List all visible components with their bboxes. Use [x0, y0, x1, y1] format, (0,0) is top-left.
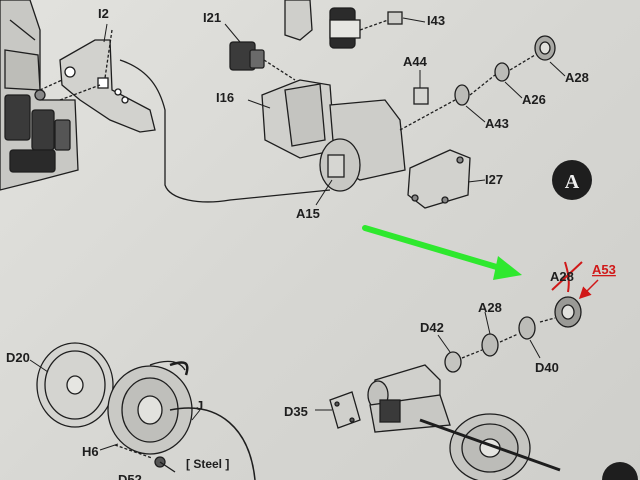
label-a28-top: A28 — [565, 70, 589, 85]
part-i43 — [387, 11, 403, 25]
part-a43 — [454, 84, 470, 106]
next-step-badge — [602, 462, 638, 480]
cable-j — [169, 407, 256, 480]
label-steel: [ Steel ] — [186, 457, 229, 471]
part-d40 — [518, 316, 536, 340]
control-cable — [119, 59, 331, 203]
label-a53: A53 — [592, 262, 616, 277]
part-i27 — [407, 149, 471, 209]
reel-assembly — [36, 342, 256, 480]
label-d35: D35 — [284, 404, 308, 419]
label-a15: A15 — [296, 206, 320, 221]
bracket-plate-i2 — [39, 29, 156, 133]
step-badge: A — [552, 160, 592, 200]
winch-assembly — [329, 296, 582, 480]
label-d40: D40 — [535, 360, 559, 375]
label-a26: A26 — [522, 92, 546, 107]
label-h6: H6 — [82, 444, 99, 459]
label-i16: I16 — [216, 90, 234, 105]
label-i27: I27 — [485, 172, 503, 187]
part-d35 — [329, 391, 361, 429]
label-i21: I21 — [203, 10, 221, 25]
label-a28-crossed: A28 — [550, 269, 574, 284]
gearbox-assembly — [229, 0, 556, 209]
part-d42 — [444, 351, 462, 373]
label-a44: A44 — [403, 54, 428, 69]
label-a28-lower: A28 — [478, 300, 502, 315]
part-a28-lower — [481, 333, 499, 357]
step-badge-text: A — [565, 171, 580, 193]
label-d20: D20 — [6, 350, 30, 365]
label-j: J — [196, 398, 203, 413]
leader-lines — [29, 17, 566, 451]
label-d42: D42 — [420, 320, 444, 335]
correction-arrow — [578, 279, 599, 300]
label-a43: A43 — [485, 116, 509, 131]
correction-cross — [551, 261, 583, 293]
label-i43: I43 — [427, 13, 445, 28]
label-d52: D52 — [118, 472, 142, 480]
label-i2: I2 — [98, 6, 109, 21]
green-annotation-arrow — [362, 225, 522, 280]
part-a44 — [413, 87, 429, 105]
engine-block-drawing — [0, 0, 79, 191]
part-a26 — [494, 62, 510, 82]
